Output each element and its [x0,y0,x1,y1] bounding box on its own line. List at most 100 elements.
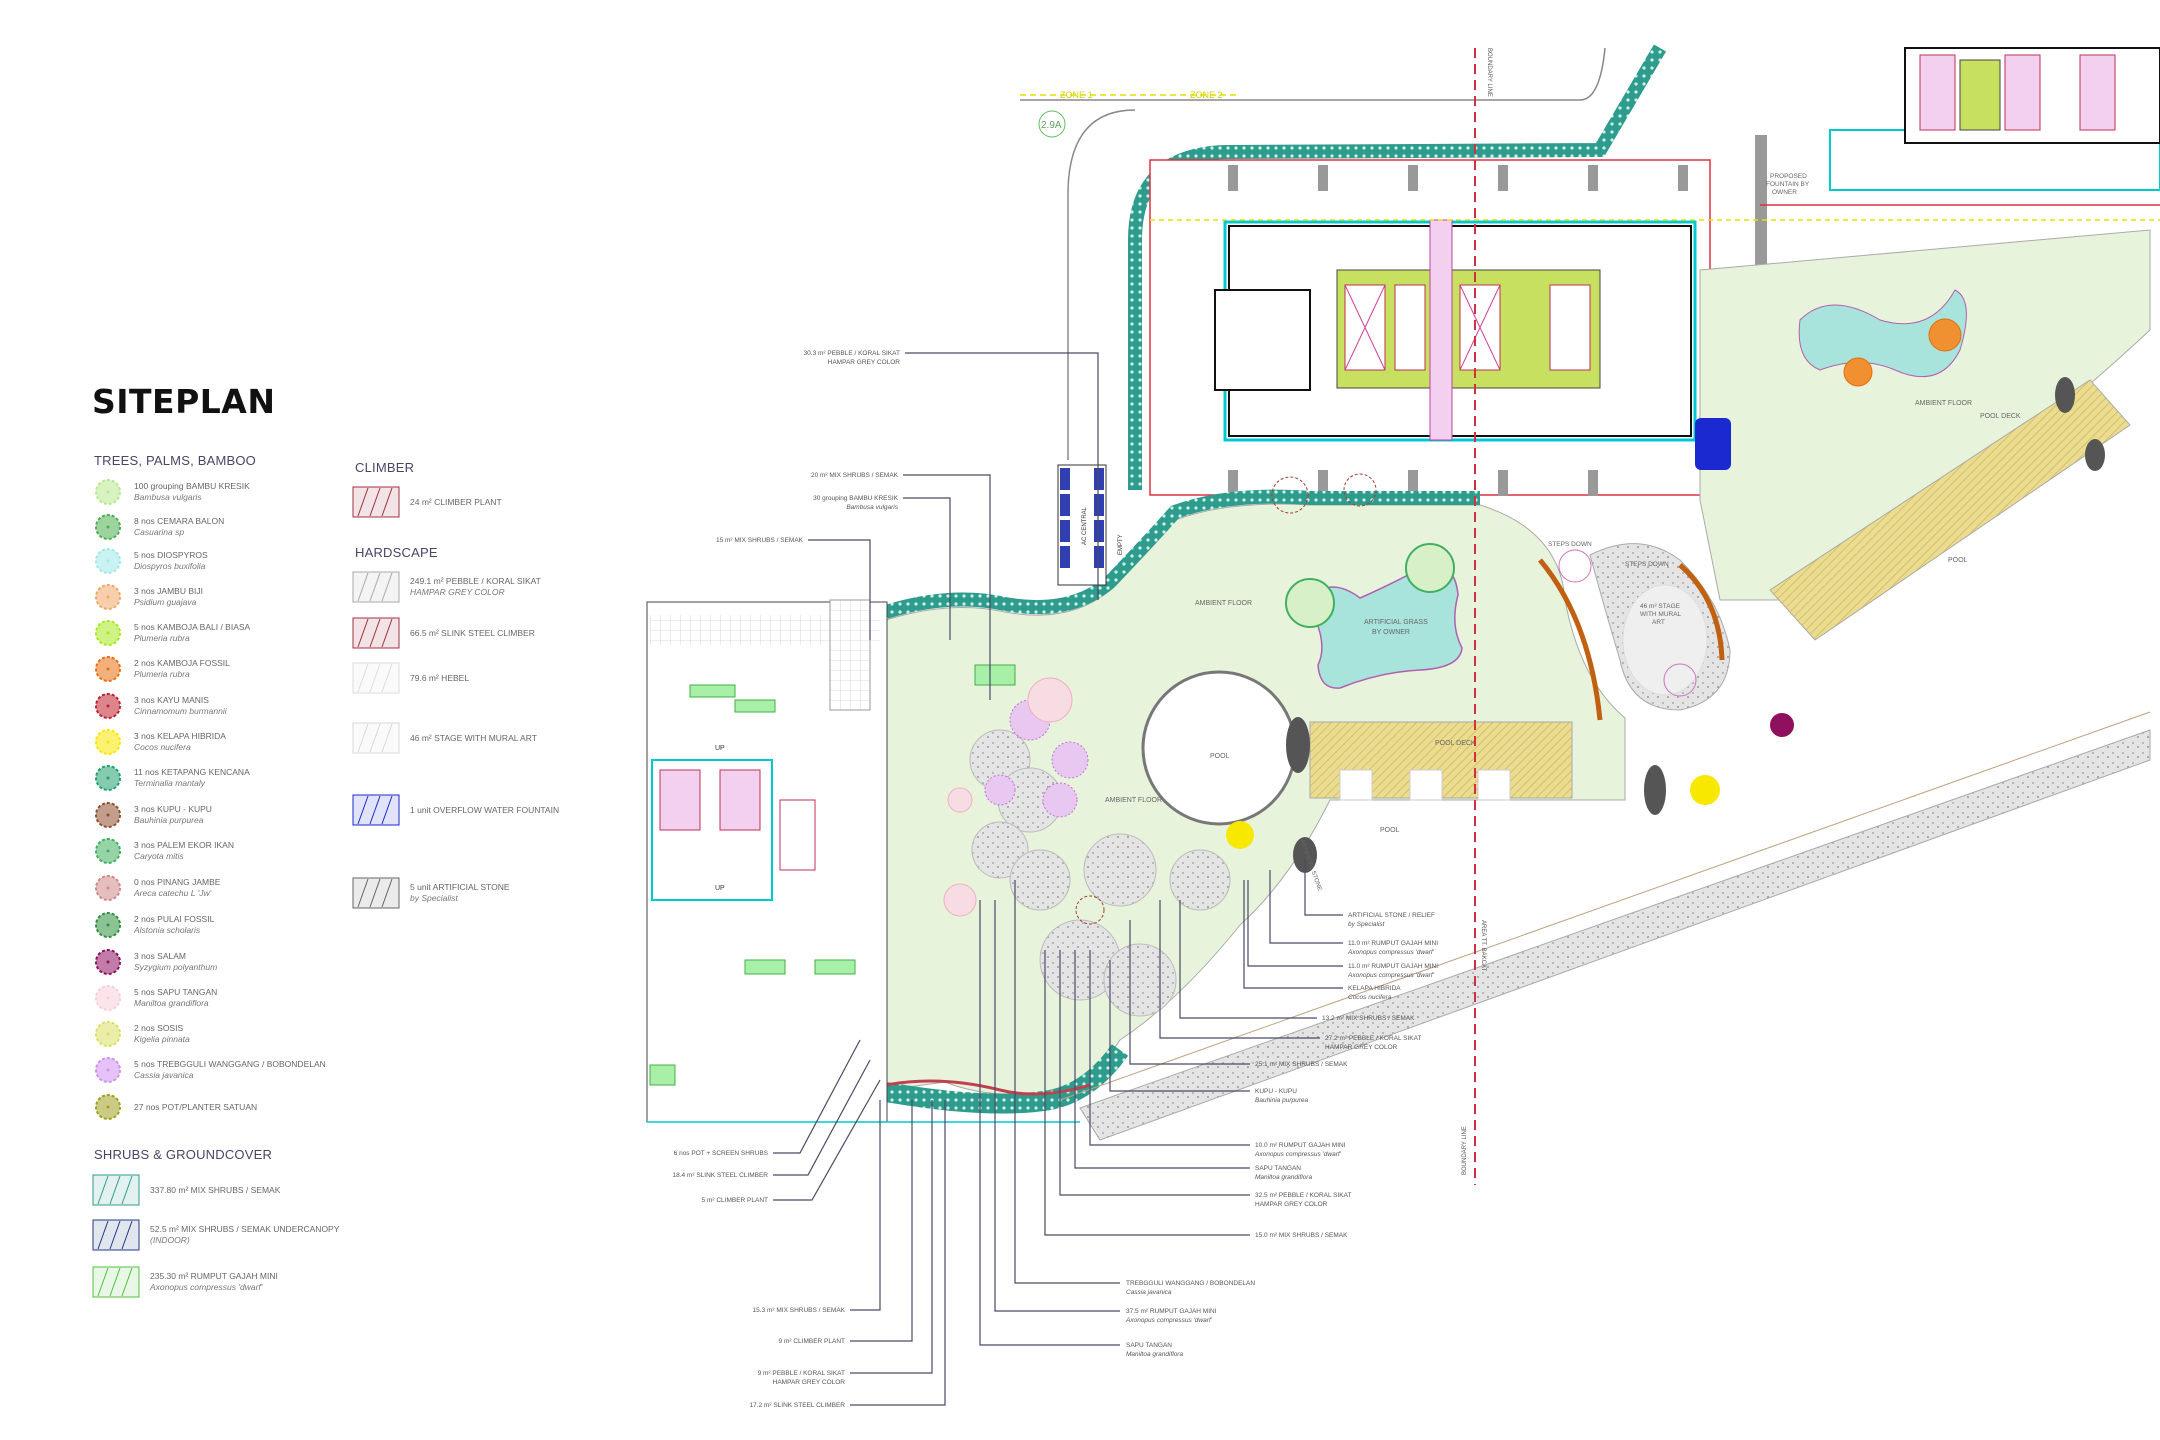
kelapa-trees [1226,775,1720,849]
sosis-icon [92,1018,124,1050]
callout: 15.3 m² MIX SHRUBS / SEMAK [753,1100,881,1314]
artificial-grass-area [1304,564,1463,689]
right-pool-deck-label: POOL DECK [1980,413,2021,420]
legend-item-label: 5 unit ARTIFICIAL STONE [410,882,510,892]
legend-item-label: 11 nos KETAPANG KENCANA [134,767,250,777]
cemara-icon [92,511,124,543]
leader-line [979,900,1120,1346]
callout-text: 32.5 m² PEBBLE / KORAL SIKAT [1255,1192,1351,1199]
legend-item-latin: Bambusa vulgaris [134,492,202,502]
callout-text: Axonopus compressus 'dwarf' [1125,1317,1213,1324]
ac-central: AC CENTRAL EMPTY [1057,464,1124,586]
legend-item-latin: Cinnamomum burmannii [134,706,227,716]
leader-line [903,474,991,700]
trees-heading: TREES, PALMS, BAMBOO [94,453,256,468]
svg-text:ART: ART [1652,619,1665,626]
legend-item-label: 3 nos JAMBU BIJI [134,586,203,596]
road-outline [1020,47,1606,460]
leader-line [1159,900,1320,1039]
svg-text:BY OWNER: BY OWNER [1372,629,1410,636]
trebgguli-icon [92,1054,124,1086]
leader-line [905,352,1099,600]
leader-line [1089,950,1250,1146]
artificial-grass-label: ARTIFICIAL GRASS BY OWNER [1364,619,1428,636]
round-pool [1141,670,1297,826]
leader-line [773,1079,881,1201]
sapu-tangan-trees [943,677,1073,917]
callout: 13.2 m² MIX SHRUBS / SEMAK [1179,900,1415,1022]
legend-item-label: 3 nos KELAPA HIBRIDA [134,731,226,741]
legend-item-latin: (INDOOR) [150,1235,190,1245]
legend-item: 46 m² STAGE WITH MURAL ART [352,722,537,754]
sapu-tangan-icon [92,982,124,1014]
legend-item-latin: Axonopus compressus 'dwarf' [150,1282,263,1292]
leader-line [1179,900,1317,1019]
legend-item-latin: by Specialist [410,893,458,903]
boundary-label: BOUNDARY LINE [1486,48,1492,97]
callout: 17.2 m² SLINK STEEL CLIMBER [750,1100,946,1409]
legend-item-latin: Terminalia mantaly [134,778,206,788]
slink-steel-swatch [352,617,400,649]
callout: 15.0 m² MIX SHRUBS / SEMAK [1044,950,1348,1239]
callout-text: Cocos nucifera [1348,994,1392,1001]
zone1-label: ZONE 1 [1060,90,1093,100]
kayu-manis-icon [92,690,124,722]
callout-text: 11.0 m² RUMPUT GAJAH MINI [1348,963,1438,970]
pebble-swatch [352,571,400,603]
callout-text: 15 m² MIX SHRUBS / SEMAK [716,537,804,544]
legend-item-label: 24 m² CLIMBER PLANT [410,496,502,507]
callout-text: HAMPAR GREY COLOR [773,1379,846,1386]
callout-text: 9 m² CLIMBER PLANT [779,1338,845,1345]
callout-text: KUPU - KUPU [1255,1088,1297,1095]
callout-text: 13.2 m² MIX SHRUBS / SEMAK [1322,1015,1415,1022]
svg-text:EMPTY: EMPTY [1118,534,1124,555]
legend-item-label: 66.5 m² SLINK STEEL CLIMBER [410,627,535,638]
hedge-band-top [883,489,1480,619]
leader-line [850,1100,881,1311]
pot-planter-icon [92,1091,124,1123]
zone-labels: ZONE 1 ZONE 2 [1060,90,1223,100]
salam-icon [92,946,124,978]
leader-line [850,1100,933,1374]
legend-item-latin: Maniltoa grandiflora [134,998,209,1008]
legend-item-latin: Diospyros buxifolia [134,561,206,571]
leader-line [850,1100,913,1342]
leader-line [1304,860,1343,916]
leader-line [1247,880,1343,967]
pool-label: POOL [1380,827,1400,834]
legend-item-latin: Psidium guajava [134,597,197,607]
legend-item-latin: Plumeria rubra [134,669,190,679]
legend-item-label: 52.5 m² MIX SHRUBS / SEMAK UNDERCANOPY [150,1224,340,1234]
legend-item-label: 249.1 m² PEBBLE / KORAL SIKAT [410,576,541,586]
artificial-stone-icon [352,877,400,909]
legend-item-latin: Bauhinia purpurea [134,815,204,825]
leader-line [1074,950,1250,1169]
legend-item-label: 8 nos CEMARA BALON [134,516,225,526]
legend-item-label: 100 grouping BAMBU KRESIK [134,481,250,491]
ambient-floor-label-2: AMBIENT FLOOR [1105,797,1162,804]
callout: 15 m² MIX SHRUBS / SEMAK [716,537,871,640]
legend-item: 52.5 m² MIX SHRUBS / SEMAK UNDERCANOPY(I… [92,1219,339,1251]
legend-item-latin: Casuarina sp [134,527,185,537]
legend-item-label: 2 nos PULAI FOSSIL [134,914,215,924]
legend-item-latin: Syzygium polyanthum [134,962,218,972]
callout-text: Axonopus compressus 'dwarf' [1254,1151,1342,1158]
hardscape-heading: HARDSCAPE [355,545,438,560]
svg-text:UP: UP [715,745,725,752]
